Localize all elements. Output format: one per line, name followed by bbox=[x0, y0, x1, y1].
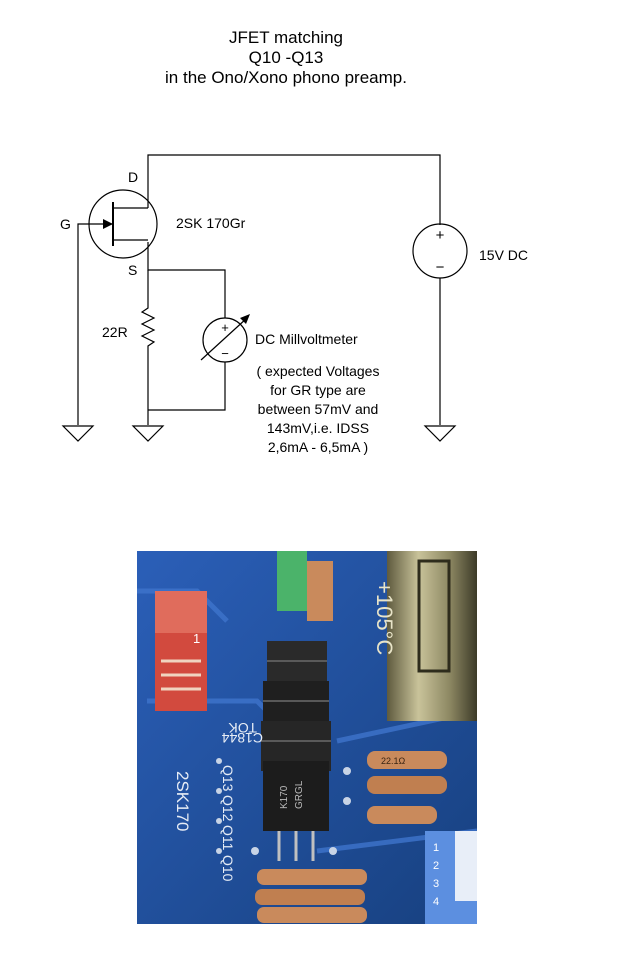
note-line: for GR type are bbox=[270, 382, 366, 398]
drain-wire bbox=[147, 154, 441, 225]
electrolytic-capacitor bbox=[387, 551, 477, 721]
note-line: 2,6mA - 6,5mA ) bbox=[268, 439, 368, 455]
expected-voltage-note: ( expected Voltages for GR type are betw… bbox=[257, 363, 380, 455]
note-line: ( expected Voltages bbox=[257, 363, 380, 379]
pcb-labels: TOK C1844 Q13 Q12 Q11 Q10 2SK170 bbox=[173, 720, 263, 882]
meter-minus: − bbox=[221, 346, 229, 361]
pcb-label-c1844: C1844 bbox=[222, 730, 263, 746]
pcb-label-q11: Q11 bbox=[220, 825, 236, 851]
title-line-1: JFET matching bbox=[228, 28, 343, 47]
ground-symbol-gate bbox=[61, 425, 95, 442]
resistors-bottom bbox=[255, 869, 367, 923]
jfet-marking-1: K170 bbox=[279, 785, 290, 809]
strip-number-3: 3 bbox=[433, 878, 439, 890]
pcb-label-tok: TOK bbox=[228, 720, 257, 736]
pcb-label-q10: Q10 bbox=[220, 855, 236, 882]
pcb-label-q13: Q13 bbox=[220, 765, 236, 792]
jfet-symbol-circle bbox=[88, 189, 158, 259]
jfet-stack: K170 GRGL bbox=[261, 641, 331, 861]
resistor-label: 22R bbox=[102, 324, 128, 340]
pin-header-strip: 1 2 3 4 bbox=[425, 831, 477, 924]
supply-label: 15V DC bbox=[479, 247, 528, 263]
meter-needle bbox=[200, 317, 248, 361]
meter-arrow-icon bbox=[240, 314, 250, 324]
pcb-label-2sk170: 2SK170 bbox=[173, 771, 192, 832]
millivoltmeter-symbol bbox=[202, 317, 248, 363]
gate-wire bbox=[77, 223, 95, 425]
meter-label: DC Millvoltmeter bbox=[255, 331, 358, 347]
supply-plus: + bbox=[436, 227, 445, 244]
strip-number-1: 1 bbox=[433, 842, 439, 854]
ground-symbol-source bbox=[131, 425, 165, 442]
drain-label: D bbox=[128, 169, 138, 185]
jfet-marking-2: GRGL bbox=[294, 780, 305, 809]
gate-arrow-icon bbox=[103, 219, 113, 229]
resistor-22r bbox=[140, 305, 156, 349]
voltage-source-symbol bbox=[412, 223, 468, 279]
note-line: between 57mV and bbox=[258, 401, 379, 417]
red-cap-marking: 1 bbox=[193, 631, 200, 646]
meter-return-wire bbox=[148, 362, 226, 411]
capacitor-text: +105°C bbox=[372, 581, 397, 655]
resistor-marking: 22.1Ω bbox=[381, 756, 406, 766]
gate-label: G bbox=[60, 216, 71, 232]
ground-symbol-supply bbox=[423, 425, 457, 442]
strip-number-4: 4 bbox=[433, 896, 439, 908]
meter-plus: + bbox=[221, 320, 229, 335]
source-wire bbox=[147, 242, 226, 318]
jfet-part-label: 2SK 170Gr bbox=[176, 215, 246, 231]
pcb-label-q12: Q12 bbox=[220, 795, 236, 822]
supply-minus: − bbox=[436, 259, 445, 276]
green-test-clip bbox=[277, 551, 307, 611]
title: JFET matching Q10 -Q13 in the Ono/Xono p… bbox=[0, 28, 572, 88]
resistors-right: 22.1Ω bbox=[367, 751, 447, 824]
jfet-test-schematic: D G S 2SK 170Gr 15V DC + − 22R + − DC Mi… bbox=[60, 154, 528, 455]
pcb-photo: +105°C 1 K170 GRGL bbox=[137, 551, 477, 924]
note-line: 143mV,i.e. IDSS bbox=[267, 420, 369, 436]
title-line-2: Q10 -Q13 bbox=[248, 48, 324, 67]
title-line-3: in the Ono/Xono phono preamp. bbox=[165, 68, 407, 87]
source-label: S bbox=[128, 262, 137, 278]
pcb-photo-illustration: +105°C 1 K170 GRGL bbox=[137, 551, 477, 924]
strip-number-2: 2 bbox=[433, 860, 439, 872]
